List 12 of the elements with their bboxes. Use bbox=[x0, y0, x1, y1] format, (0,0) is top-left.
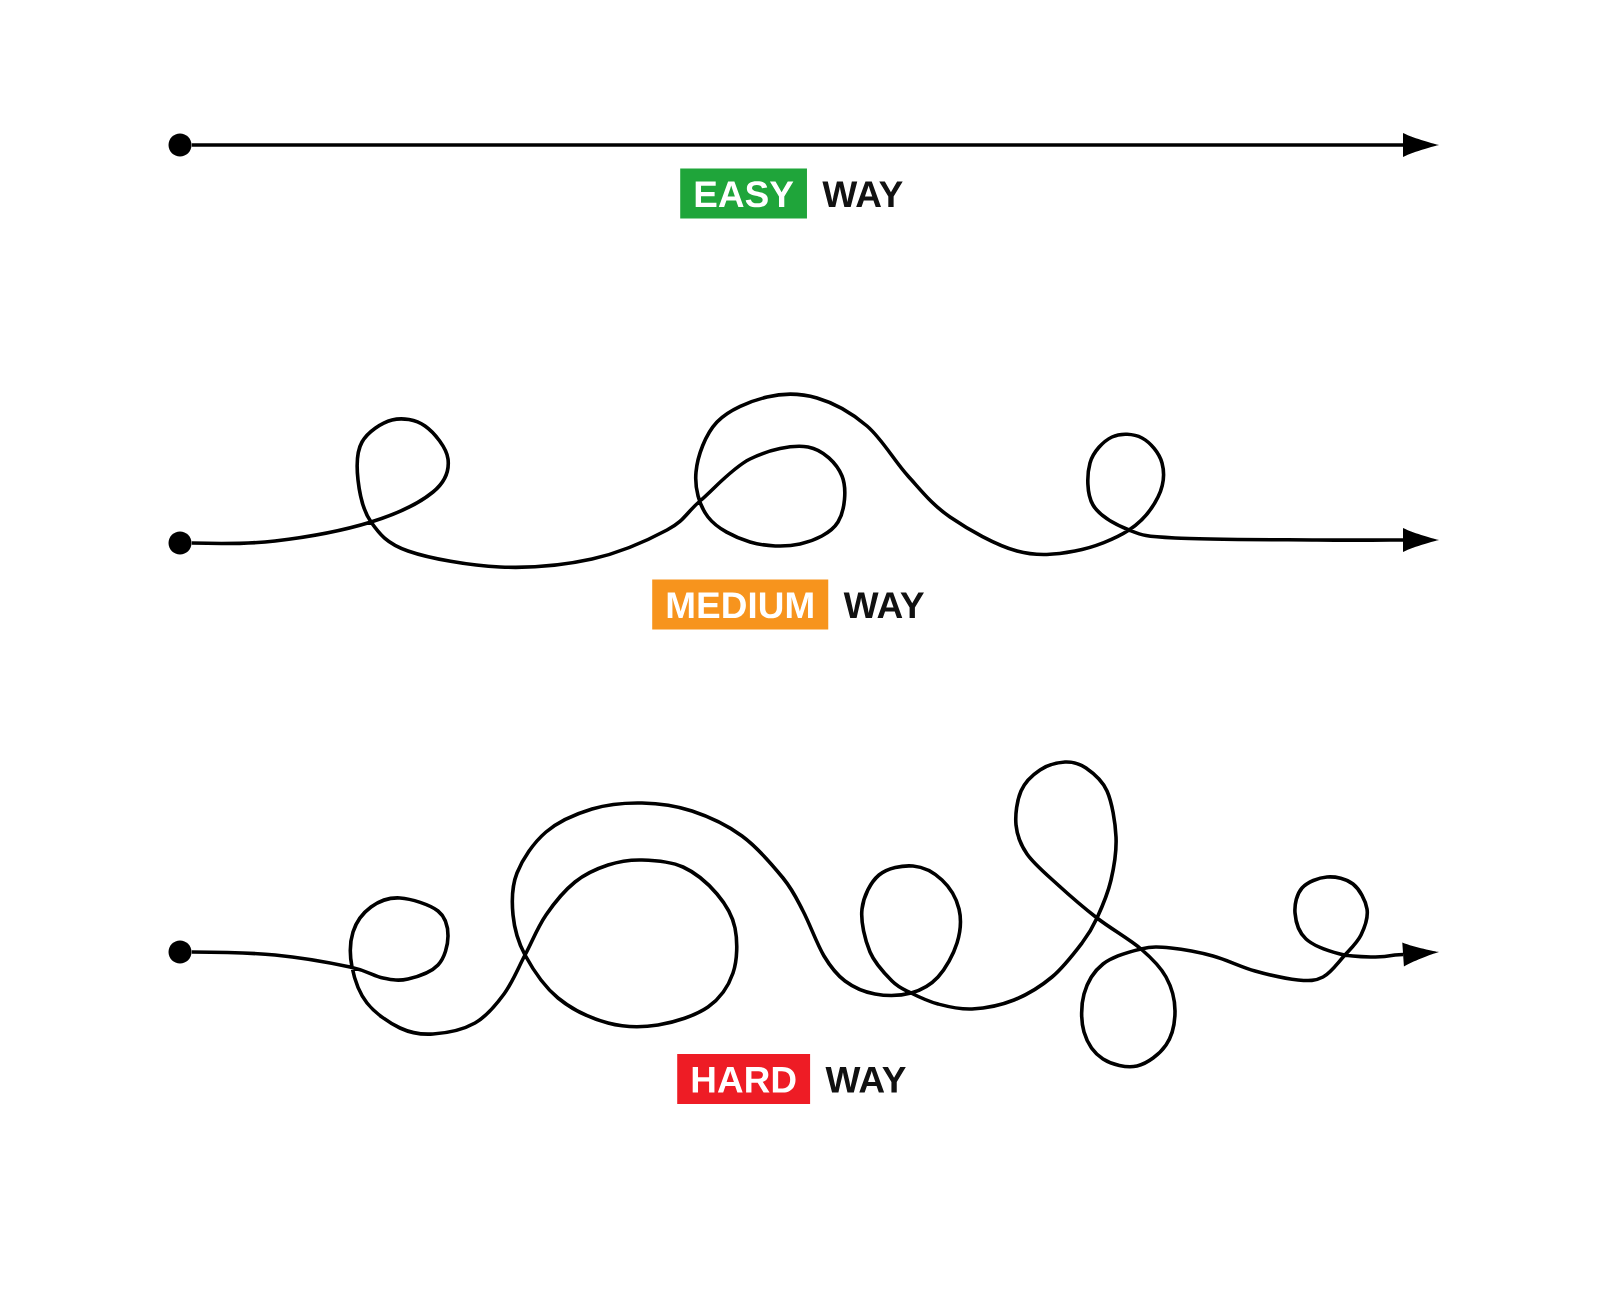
start-dot bbox=[168, 940, 192, 964]
straight-arrow bbox=[191, 133, 1439, 157]
highlight-label: MEDIUM bbox=[652, 579, 829, 630]
start-dot bbox=[168, 531, 192, 555]
highlight-label: EASY bbox=[680, 168, 807, 219]
looped-arrow bbox=[191, 760, 1439, 1068]
caption-text: WAY bbox=[825, 1067, 906, 1093]
caption-text: WAY bbox=[843, 592, 924, 618]
highlight-label: HARD bbox=[677, 1054, 811, 1104]
looped-arrow bbox=[191, 392, 1439, 570]
caption-text: WAY bbox=[822, 181, 903, 207]
start-dot bbox=[168, 133, 192, 157]
